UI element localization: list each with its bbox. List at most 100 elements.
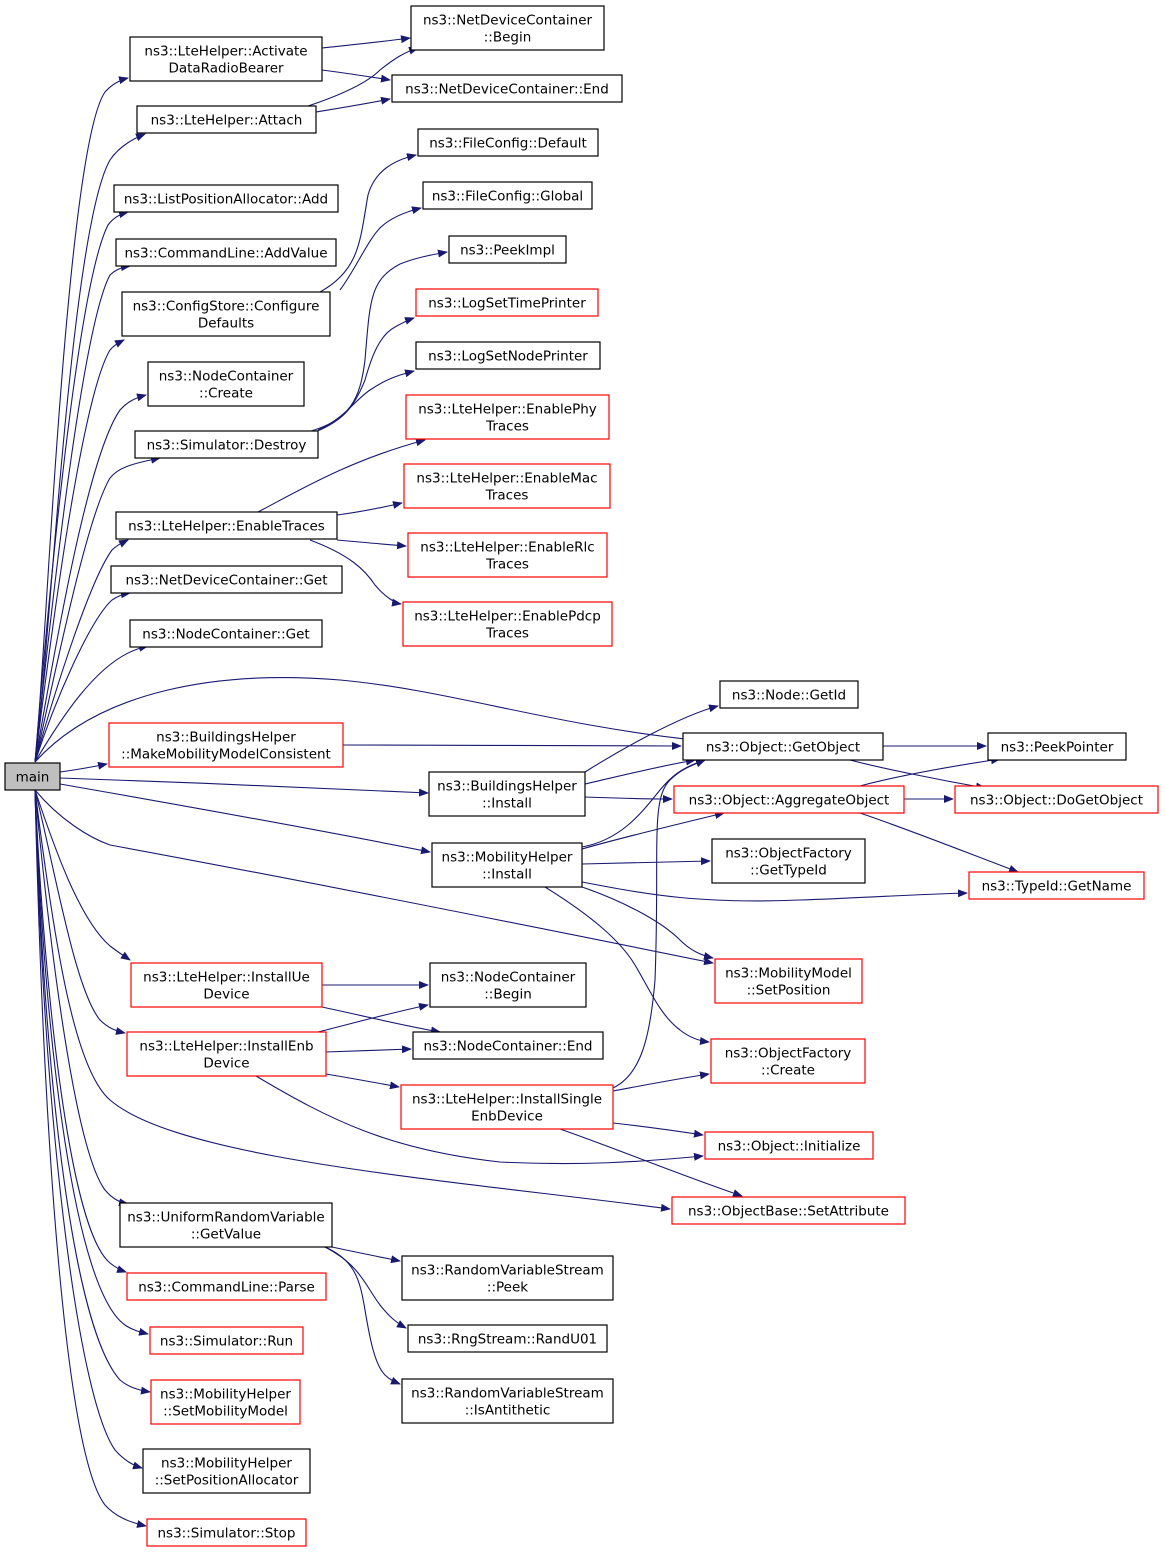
node-rvsanti[interactable]: ns3::RandomVariableStream::IsAntithetic — [401, 1378, 614, 1424]
node-enabletraces[interactable]: ns3::LteHelper::EnableTraces — [115, 511, 338, 540]
node-listpos[interactable]: ns3::ListPositionAllocator::Add — [113, 184, 339, 213]
node-urvget[interactable]: ns3::UniformRandomVariable::GetValue — [119, 1202, 333, 1248]
edge-installsingle-to-ofcreate — [612, 1071, 710, 1092]
node-lognode[interactable]: ns3::LogSetNodePrinter — [415, 341, 601, 370]
edge-main-to-bhinstall — [59, 777, 429, 797]
node-bhconsistent[interactable]: ns3::BuildingsHelper::MakeMobilityModelC… — [108, 722, 344, 768]
node-simstop[interactable]: ns3::Simulator::Stop — [146, 1518, 307, 1547]
edge-urvget-to-rvspeek — [331, 1246, 401, 1264]
node-fcdefault[interactable]: ns3::FileConfig::Default — [417, 128, 599, 157]
edge-path — [34, 789, 129, 1207]
edge-path — [255, 1075, 704, 1165]
node-ndcend[interactable]: ns3::NetDeviceContainer::End — [391, 74, 623, 103]
node-ncend[interactable]: ns3::NodeContainer::End — [412, 1031, 604, 1060]
node-box — [415, 341, 601, 370]
edge-main-to-attach — [34, 133, 146, 763]
node-peekptr[interactable]: ns3::PeekPointer — [987, 732, 1127, 761]
edge-path — [336, 539, 407, 550]
edge-main-to-mmsetpos — [34, 789, 714, 966]
node-rvspeek[interactable]: ns3::RandomVariableStream::Peek — [401, 1255, 614, 1301]
edge-main-to-setposalloc — [34, 789, 143, 1470]
node-box — [428, 771, 586, 817]
node-main[interactable]: main — [4, 762, 61, 791]
edge-path — [34, 133, 146, 763]
edge-path — [317, 1002, 429, 1033]
node-setattr[interactable]: ns3::ObjectBase::SetAttribute — [671, 1196, 906, 1225]
node-setmobility[interactable]: ns3::MobilityHelper::SetMobilityModel — [150, 1379, 301, 1425]
node-randu01[interactable]: ns3::RngStream::RandU01 — [407, 1324, 608, 1353]
node-setposalloc[interactable]: ns3::MobilityHelper::SetPositionAllocato… — [142, 1448, 311, 1494]
node-ncget[interactable]: ns3::NodeContainer::Get — [129, 619, 323, 648]
node-typeidgetname[interactable]: ns3::TypeId::GetName — [968, 871, 1145, 900]
node-ndcget[interactable]: ns3::NetDeviceContainer::Get — [110, 565, 343, 594]
edge-path — [34, 789, 671, 1212]
node-simdestroy[interactable]: ns3::Simulator::Destroy — [134, 430, 319, 459]
node-getobject[interactable]: ns3::Object::GetObject — [682, 732, 884, 761]
edge-main-to-cfgstore — [34, 339, 125, 763]
node-box — [126, 1031, 327, 1077]
edge-installenb-to-installsingle — [325, 1073, 400, 1090]
edge-path — [34, 393, 147, 763]
edge-layer — [34, 35, 1019, 1528]
node-label: ns3::LteHelper::EnablePhy — [418, 402, 597, 418]
node-ncbegin[interactable]: ns3::NodeContainer::Begin — [429, 962, 587, 1008]
node-simrun[interactable]: ns3::Simulator::Run — [149, 1326, 304, 1355]
node-peekimpl[interactable]: ns3::PeekImpl — [448, 235, 567, 264]
edge-activate-to-ndcend — [321, 69, 391, 83]
node-box — [407, 532, 608, 578]
node-ndcbegin[interactable]: ns3::NetDeviceContainer::Begin — [410, 5, 605, 51]
node-mhinstall[interactable]: ns3::MobilityHelper::Install — [431, 842, 583, 888]
node-box — [954, 785, 1159, 814]
edge-path — [859, 756, 1001, 787]
node-label: ns3::Object::GetObject — [706, 740, 860, 756]
node-label: ns3::Object::AggregateObject — [689, 793, 890, 809]
node-dogetobject[interactable]: ns3::Object::DoGetObject — [954, 785, 1159, 814]
node-label: DataRadioBearer — [168, 61, 284, 77]
node-label: Traces — [485, 488, 529, 504]
edge-cfgstore-to-fcdefault — [319, 153, 417, 293]
node-cmdparse[interactable]: ns3::CommandLine::Parse — [126, 1272, 327, 1301]
node-box — [968, 871, 1145, 900]
node-cmdadd[interactable]: ns3::CommandLine::AddValue — [115, 238, 337, 267]
node-label: ns3::NetDeviceContainer::End — [405, 82, 609, 98]
edge-bhinstall-to-getobject — [584, 757, 696, 785]
node-box — [719, 680, 859, 709]
edge-simdestroy-to-logtime — [314, 317, 415, 433]
node-label: ns3::LteHelper::InstallSingle — [412, 1092, 602, 1108]
node-logtime[interactable]: ns3::LogSetTimePrinter — [415, 288, 599, 317]
node-label: Traces — [485, 419, 529, 435]
node-label: Device — [203, 1056, 249, 1072]
node-fcglobal[interactable]: ns3::FileConfig::Global — [422, 181, 593, 210]
node-aggregate[interactable]: ns3::Object::AggregateObject — [673, 785, 905, 814]
node-label: ::Install — [482, 867, 532, 883]
node-label: ::Create — [199, 386, 253, 402]
node-box — [710, 1038, 866, 1084]
edge-main-to-enabletraces — [34, 539, 129, 763]
edge-path — [309, 539, 402, 607]
node-attach[interactable]: ns3::LteHelper::Attach — [136, 105, 317, 134]
node-box — [130, 962, 323, 1008]
node-nodegetid[interactable]: ns3::Node::GetId — [719, 680, 859, 709]
node-ofcreate[interactable]: ns3::ObjectFactory::Create — [710, 1038, 866, 1084]
edge-path — [34, 789, 147, 1528]
node-box — [673, 785, 905, 814]
node-label: ns3::Simulator::Stop — [158, 1526, 296, 1542]
edge-path — [336, 501, 403, 516]
node-box — [146, 1518, 307, 1547]
edge-main-to-mhinstall — [59, 783, 431, 855]
node-objinit[interactable]: ns3::Object::Initialize — [704, 1131, 874, 1160]
node-ofgettypeid[interactable]: ns3::ObjectFactory::GetTypeId — [711, 838, 866, 884]
node-label: ns3::RandomVariableStream — [411, 1386, 604, 1402]
node-nccreate[interactable]: ns3::NodeContainer::Create — [147, 361, 305, 407]
node-bhinstall[interactable]: ns3::BuildingsHelper::Install — [428, 771, 586, 817]
node-mmsetpos[interactable]: ns3::MobilityModel::SetPosition — [714, 958, 863, 1004]
